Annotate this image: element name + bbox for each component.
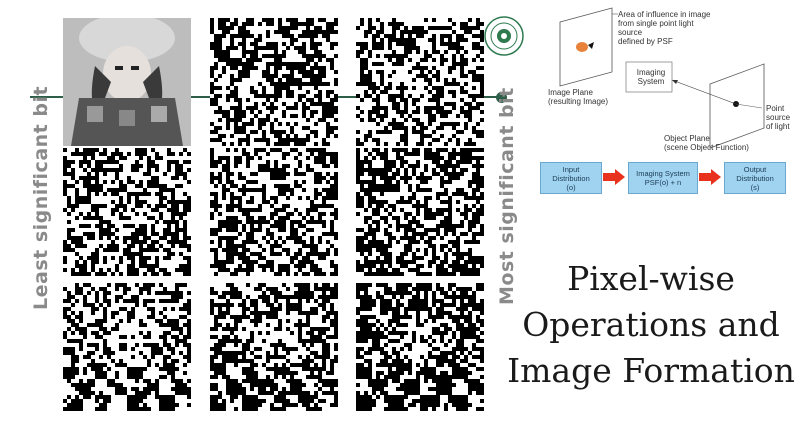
point-source-label: Point source of light bbox=[766, 104, 791, 131]
title-line-3: Image Formation bbox=[507, 351, 795, 390]
image-plane-label: Image Plane (resulting Image) bbox=[548, 88, 609, 106]
divider-dot bbox=[496, 92, 507, 103]
least-significant-bit-label: Least significant bit bbox=[30, 85, 52, 310]
output-distribution-box: Output Distribution (s) bbox=[724, 162, 786, 194]
bit-plane-tile bbox=[356, 283, 484, 411]
bit-plane-tile bbox=[356, 148, 484, 276]
bit-plane-tile bbox=[63, 148, 191, 276]
university-seal-logo bbox=[484, 16, 524, 56]
influence-note: Area of influence in image from single p… bbox=[618, 10, 711, 46]
bit-plane-tile bbox=[210, 148, 338, 276]
title-line-1: Pixel-wise bbox=[567, 259, 735, 298]
arrow-right-icon bbox=[699, 169, 721, 185]
imaging-system-label: Imaging System bbox=[636, 68, 666, 86]
input-distribution-box: Input Distribution (o) bbox=[540, 162, 602, 194]
bit-plane-grid bbox=[58, 18, 492, 411]
bit-plane-tile bbox=[63, 18, 191, 146]
slide-title: Pixel-wise Operations and Image Formatio… bbox=[505, 256, 797, 394]
object-plane-label: Object Plane (scene Object Function) bbox=[664, 134, 749, 152]
imaging-system-box: Imaging System PSF(o) + n bbox=[628, 162, 698, 194]
bit-plane-tile bbox=[63, 283, 191, 411]
arrow-right-icon bbox=[603, 169, 625, 185]
diagram-planes bbox=[559, 7, 765, 149]
bit-plane-tile bbox=[356, 18, 484, 146]
title-line-2: Operations and bbox=[522, 305, 780, 344]
bit-plane-tile bbox=[210, 18, 338, 146]
bit-plane-tile bbox=[210, 283, 338, 411]
image-formation-diagram: Area of influence in image from single p… bbox=[530, 0, 800, 210]
